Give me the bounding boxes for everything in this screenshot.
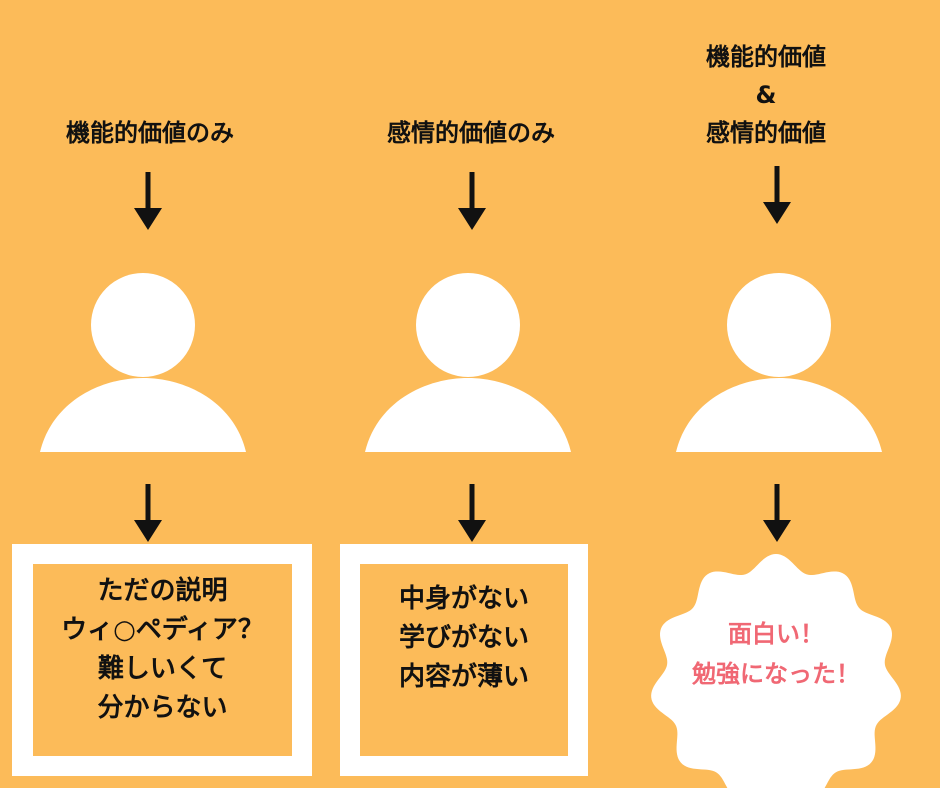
scalloped-badge-shape <box>651 554 901 788</box>
heading-line: & <box>755 81 777 109</box>
person-icon <box>365 273 571 452</box>
scalloped-badge <box>651 554 901 788</box>
result-line: 分からない <box>97 693 228 723</box>
person-icon <box>40 273 246 452</box>
heading-line: 機能的価値のみ <box>66 119 234 147</box>
result-line: 学びがない <box>398 623 529 653</box>
result-box-inner: 中身がない 学びがない 内容が薄い <box>360 564 568 756</box>
result-line: ウィ○ペディア？ <box>61 615 264 645</box>
heading-functional-only: 機能的価値のみ <box>40 114 260 152</box>
result-box-inner: ただの説明 ウィ○ペディア？ 難しいくて 分からない <box>33 564 292 756</box>
heading-line: 感情的価値 <box>706 119 826 147</box>
heading-line: 機能的価値 <box>706 43 826 71</box>
heading-emotional-only: 感情的価値のみ <box>358 114 584 152</box>
arrow-down-icon <box>458 484 486 542</box>
arrow-down-icon <box>763 166 791 224</box>
result-line: 難しいくて <box>97 654 228 684</box>
heading-line: 感情的価値のみ <box>387 119 555 147</box>
arrow-down-icon <box>134 172 162 230</box>
result-box-functional-only: ただの説明 ウィ○ペディア？ 難しいくて 分からない <box>12 544 312 776</box>
result-line: 面白い！ <box>728 620 824 648</box>
result-box-emotional-only: 中身がない 学びがない 内容が薄い <box>340 544 588 776</box>
arrow-down-icon <box>134 484 162 542</box>
result-line: 内容が薄い <box>398 662 529 692</box>
result-line: 勉強になった！ <box>692 660 860 688</box>
result-line: ただの説明 <box>97 576 228 606</box>
result-badge-text: 面白い！ 勉強になった！ <box>646 614 906 694</box>
heading-functional-and-emotional: 機能的価値 & 感情的価値 <box>666 38 866 152</box>
arrow-down-icon <box>763 484 791 542</box>
arrow-down-icon <box>458 172 486 230</box>
result-line: 中身がない <box>398 584 529 614</box>
person-icon <box>676 273 882 452</box>
